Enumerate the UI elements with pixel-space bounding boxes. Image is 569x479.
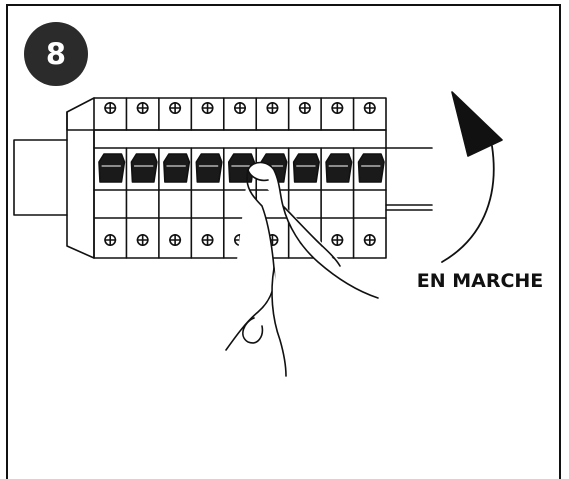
- bottom-screw-icon: [331, 234, 344, 247]
- breaker-switch: [98, 153, 126, 183]
- top-screw-icon: [201, 102, 214, 115]
- breaker-module: [158, 97, 191, 259]
- step-badge: 8: [24, 22, 88, 86]
- bottom-screw-icon: [136, 234, 149, 247]
- direction-arrow: [441, 91, 503, 263]
- bottom-screw-icon: [363, 234, 376, 247]
- top-screw-icon: [169, 102, 182, 115]
- breaker-switch: [195, 153, 223, 183]
- breaker-module: [352, 97, 385, 259]
- bottom-screw-icon: [169, 234, 182, 247]
- top-screw-icon: [104, 102, 117, 115]
- breaker-module: [98, 102, 126, 247]
- breaker-module: [287, 97, 320, 259]
- hand-illustration: [225, 161, 379, 377]
- breaker-switch: [325, 153, 353, 183]
- breaker-module: [320, 97, 353, 259]
- top-screw-icon: [331, 102, 344, 115]
- breaker-switch: [357, 153, 385, 183]
- din-rail: [13, 139, 433, 216]
- breaker-switch: [292, 153, 320, 183]
- breaker-switch: [130, 153, 158, 183]
- bottom-screw-icon: [201, 234, 214, 247]
- breaker-module: [190, 97, 223, 259]
- instruction-frame: [6, 4, 561, 479]
- step-number: 8: [45, 37, 67, 71]
- top-screw-icon: [266, 102, 279, 115]
- on-label: EN MARCHE: [416, 270, 544, 292]
- breaker-switch: [163, 153, 191, 183]
- breaker-module: [125, 97, 158, 259]
- top-screw-icon: [363, 102, 376, 115]
- top-screw-icon: [136, 102, 149, 115]
- bottom-screw-icon: [104, 234, 117, 247]
- top-screw-icon: [234, 102, 247, 115]
- top-screw-icon: [298, 102, 311, 115]
